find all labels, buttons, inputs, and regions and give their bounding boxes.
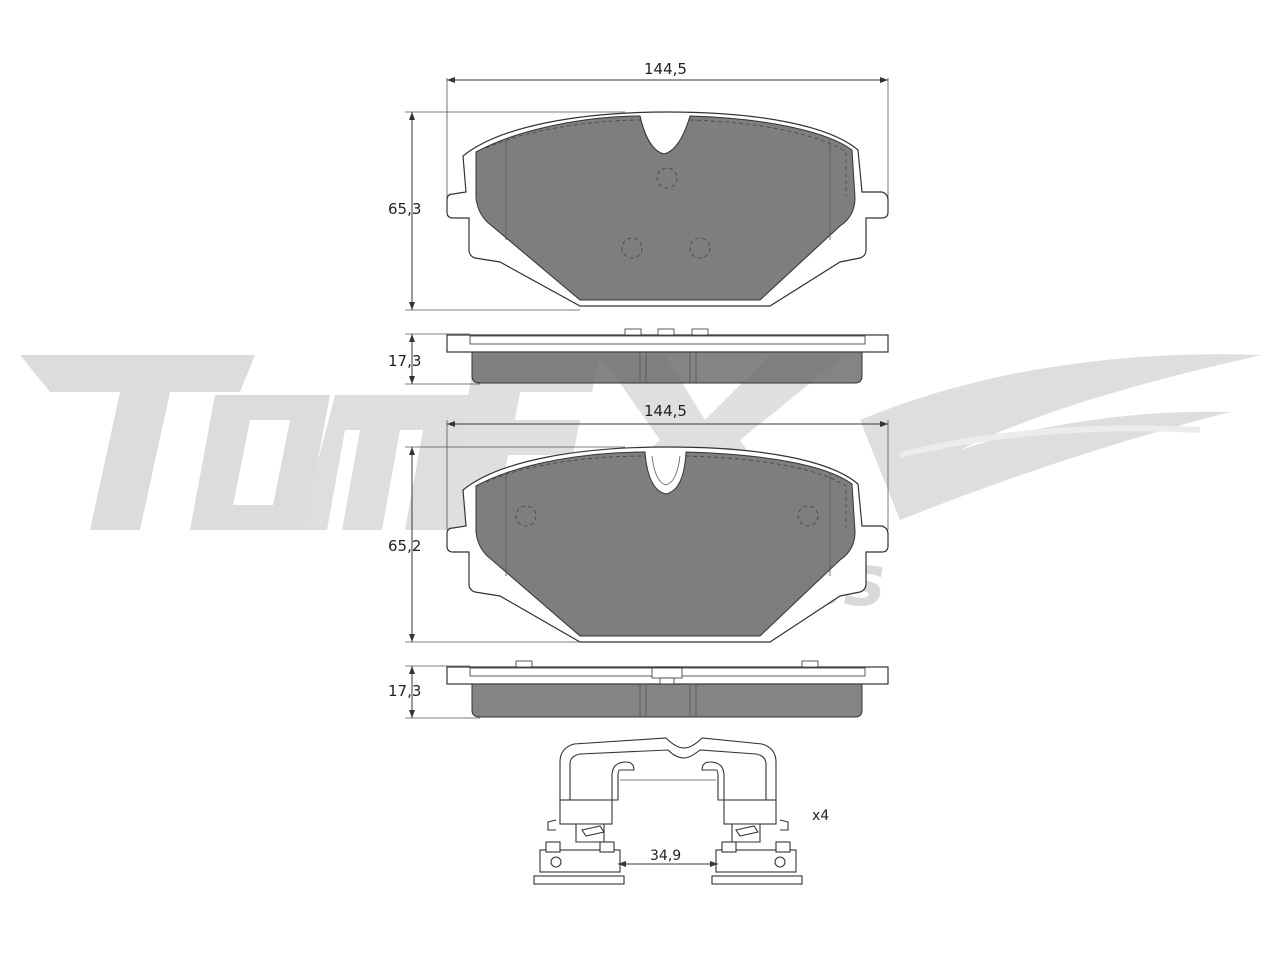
bottom-pad-side-view: 17,3 [388, 660, 889, 719]
top-pad-face-view: 144,5 65,3 [388, 60, 889, 311]
bottom-pad-width-label: 144,5 [644, 402, 687, 420]
top-pad-width-label: 144,5 [644, 60, 687, 78]
top-pad-side-view: 17,3 [388, 328, 889, 385]
bottom-pad-face-view: 144,5 65,2 [388, 402, 889, 643]
top-pad-thickness-label: 17,3 [388, 352, 421, 370]
top-pad-height-label: 65,3 [388, 200, 421, 218]
watermark-swoosh [860, 354, 1262, 520]
bottom-pad-height-label: 65,2 [388, 537, 421, 555]
bottom-pad-thickness-label: 17,3 [388, 682, 421, 700]
clip-spacing-label: 34,9 [650, 848, 681, 864]
clip-quantity-label: x4 [812, 808, 829, 824]
retaining-clip: 34,9 x4 [533, 737, 829, 885]
